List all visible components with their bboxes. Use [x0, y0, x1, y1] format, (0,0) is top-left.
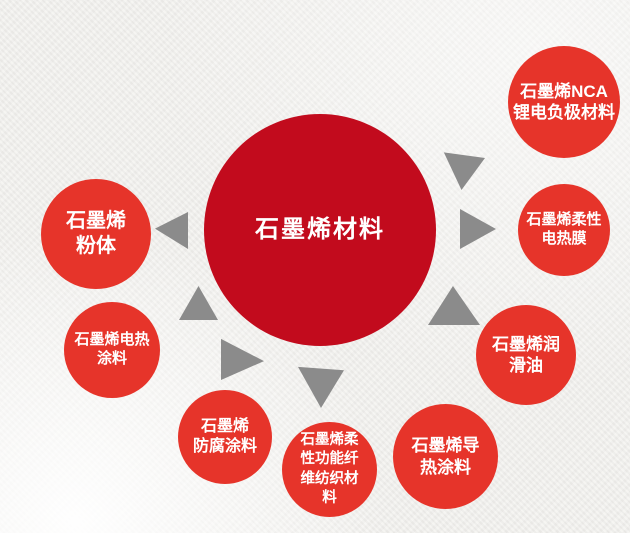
- node-electric-heating-coating: 石墨烯电热 涂料: [64, 302, 160, 398]
- arrow-bottom-icon: [298, 366, 344, 408]
- node-label: 石墨烯导 热涂料: [411, 436, 480, 477]
- arrow-bottom-left-icon: [221, 338, 264, 380]
- arrow-bottom-right-icon: [428, 286, 480, 325]
- node-label: 石墨烯电热 涂料: [74, 331, 150, 367]
- arrow-top-right-icon: [443, 152, 485, 190]
- node-anticorrosion-coating: 石墨烯 防腐涂料: [178, 390, 272, 484]
- arrow-left-lower-icon: [179, 286, 218, 320]
- center-node-graphene-material: 石墨烯材料: [204, 114, 436, 346]
- node-label: 石墨烯NCA 锂电负极材料: [513, 81, 615, 122]
- arrow-right-icon: [460, 209, 496, 249]
- node-flexible-fiber-textile: 石墨烯柔 性功能纤 维纺织材 料: [282, 422, 377, 517]
- node-label: 石墨烯柔 性功能纤 维纺织材 料: [300, 432, 359, 506]
- node-lubricant-oil: 石墨烯润 滑油: [476, 305, 576, 405]
- node-flexible-heating-film: 石墨烯柔性 电热膜: [518, 184, 610, 276]
- node-nca-lithium-anode: 石墨烯NCA 锂电负极材料: [508, 46, 620, 158]
- node-thermal-coating: 石墨烯导 热涂料: [393, 404, 498, 509]
- node-label: 石墨烯 防腐涂料: [192, 418, 257, 455]
- center-node-label: 石墨烯材料: [255, 216, 385, 243]
- node-label: 石墨烯 粉体: [66, 210, 126, 257]
- arrow-left-icon: [155, 212, 188, 249]
- node-label: 石墨烯润 滑油: [492, 334, 560, 375]
- node-label: 石墨烯柔性 电热膜: [526, 211, 602, 247]
- node-powder: 石墨烯 粉体: [41, 179, 151, 289]
